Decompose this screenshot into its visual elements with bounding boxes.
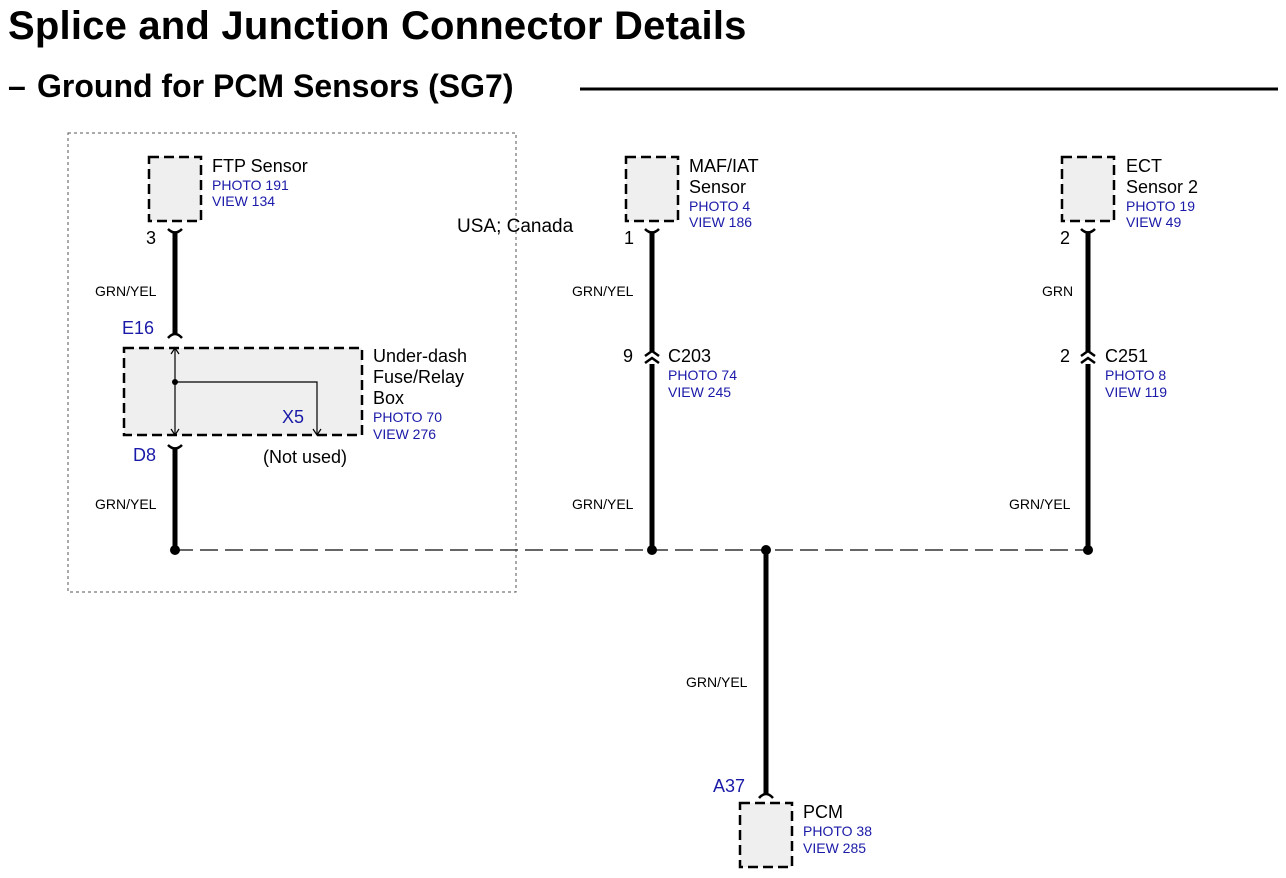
c251-view-link[interactable]: VIEW 119 — [1105, 384, 1167, 400]
ftp-sensor-box — [147, 155, 203, 223]
c251-name: C251 — [1105, 346, 1149, 366]
terminal-a37 — [758, 792, 774, 799]
maf-sensor-view-link[interactable]: VIEW 186 — [689, 214, 753, 230]
region-label: USA; Canada — [457, 216, 574, 237]
terminal-d8 — [167, 444, 183, 450]
c203-name: C203 — [668, 346, 712, 366]
fusebox-view-link[interactable]: VIEW 276 — [373, 426, 437, 442]
subtitle-dash: – — [8, 68, 26, 104]
maf-sensor-photo-link[interactable]: PHOTO 4 — [689, 198, 751, 214]
c203-view-link[interactable]: VIEW 245 — [668, 384, 732, 400]
ftp-sensor-view-link[interactable]: VIEW 134 — [212, 193, 276, 209]
pcm-box — [738, 801, 794, 869]
pcm-name: PCM — [803, 802, 843, 822]
fusebox-name-line3: Box — [373, 388, 405, 408]
pcm-photo-link[interactable]: PHOTO 38 — [803, 823, 872, 839]
ect-sensor-box — [1060, 155, 1116, 223]
terminal-e16 — [167, 332, 183, 339]
wire-label-maf-lower: GRN/YEL — [572, 496, 634, 512]
fusebox-pin-in: E16 — [122, 318, 155, 338]
maf-sensor-name-line2: Sensor — [689, 177, 747, 197]
pcm-pin-label: A37 — [713, 776, 746, 796]
pcm-view-link[interactable]: VIEW 285 — [803, 840, 867, 856]
ftp-pin-label: 3 — [146, 228, 157, 248]
ect-pin-label: 2 — [1060, 228, 1071, 248]
terminal-maf-1 — [644, 228, 660, 234]
fusebox-x5-trace — [175, 381, 318, 435]
maf-sensor-name-line1: MAF/IAT — [689, 156, 759, 176]
c203-pin-label: 9 — [623, 346, 634, 366]
ect-sensor-view-link[interactable]: VIEW 49 — [1126, 214, 1182, 230]
wire-label-ftp-upper: GRN/YEL — [95, 283, 157, 299]
page-title: Splice and Junction Connector Details — [8, 4, 747, 48]
splice-point-ftp — [170, 545, 180, 555]
ect-sensor-name-line1: ECT — [1126, 156, 1162, 176]
fusebox-pin-out: D8 — [133, 445, 157, 465]
maf-sensor-box — [624, 155, 680, 223]
terminal-c203-9 — [644, 356, 660, 365]
ect-sensor-photo-link[interactable]: PHOTO 19 — [1126, 198, 1195, 214]
wire-label-ect-lower: GRN/YEL — [1009, 496, 1071, 512]
region-outline — [67, 132, 517, 593]
c203-photo-link[interactable]: PHOTO 74 — [668, 367, 737, 383]
wire-label-ftp-lower: GRN/YEL — [95, 496, 157, 512]
page-subtitle: Ground for PCM Sensors (SG7) — [37, 68, 514, 104]
c251-pin-label: 2 — [1060, 346, 1071, 366]
terminal-c251-2 — [1080, 356, 1096, 365]
terminal-ftp-3 — [167, 228, 183, 234]
wire-label-pcm: GRN/YEL — [686, 674, 748, 690]
splice-point-maf — [647, 545, 657, 555]
ect-sensor-name-line2: Sensor 2 — [1126, 177, 1199, 197]
fusebox-photo-link[interactable]: PHOTO 70 — [373, 409, 442, 425]
fusebox-name-line2: Fuse/Relay — [373, 367, 465, 387]
maf-pin-label: 1 — [624, 228, 635, 248]
fusebox-unused-note: (Not used) — [263, 447, 348, 467]
ftp-sensor-photo-link[interactable]: PHOTO 191 — [212, 177, 289, 193]
c251-photo-link[interactable]: PHOTO 8 — [1105, 367, 1167, 383]
splice-point-ect — [1083, 545, 1093, 555]
wire-label-ect-upper: GRN — [1042, 283, 1074, 299]
fusebox-name-line1: Under-dash — [373, 346, 468, 366]
fusebox-box — [122, 346, 364, 437]
terminal-ect-2 — [1080, 228, 1096, 234]
wire-label-maf-upper: GRN/YEL — [572, 283, 634, 299]
fusebox-unused-pin: X5 — [282, 407, 305, 427]
ftp-sensor-name: FTP Sensor — [212, 156, 308, 176]
